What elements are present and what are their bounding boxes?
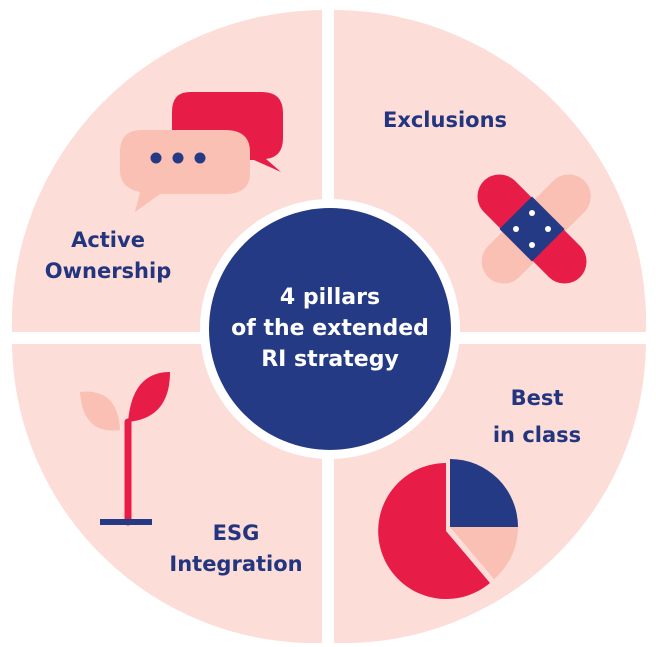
center-title-line-2: of the extended: [231, 316, 429, 341]
label-best-in-class-line-1: Best: [510, 386, 564, 410]
label-best-in-class-line-2: in class: [492, 423, 582, 447]
center-circle: [200, 199, 460, 459]
label-active-ownership-line-1: Active: [71, 228, 145, 252]
label-active-ownership-line-2: Ownership: [44, 259, 172, 283]
center-title-line-3: RI strategy: [261, 347, 399, 372]
label-exclusions: Exclusions: [382, 108, 508, 132]
pie-chart-icon: [378, 459, 519, 599]
label-esg-integration-line-1: ESG: [212, 521, 260, 545]
speech-bubbles-icon: [120, 92, 283, 212]
crossed-bandage-icon: [477, 174, 591, 284]
label-esg-integration-line-2: Integration: [169, 552, 303, 576]
plant-sprout-icon: [80, 372, 170, 526]
center-title-line-1: 4 pillars: [279, 285, 381, 310]
